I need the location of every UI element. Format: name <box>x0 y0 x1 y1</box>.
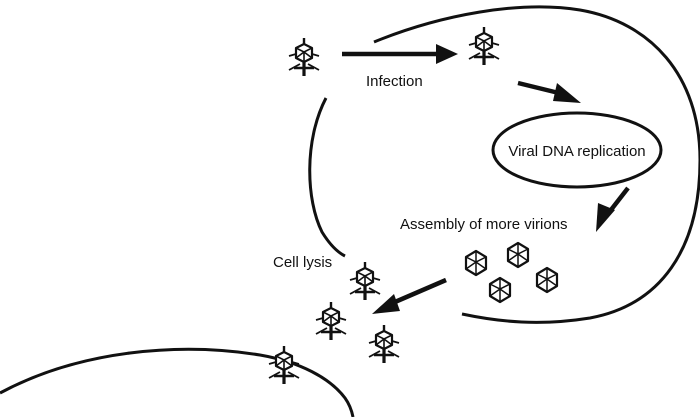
phage-icon <box>467 25 501 67</box>
cell-lysis-label: Cell lysis <box>273 254 332 271</box>
new-host-cell-membrane <box>0 347 355 417</box>
virion-icon <box>506 241 530 269</box>
arrow-to-replication <box>517 80 581 103</box>
virion-icon <box>488 276 512 304</box>
infection-label: Infection <box>366 73 423 90</box>
virion-icon <box>535 266 559 294</box>
arrow-infection <box>342 44 458 64</box>
phage-icon <box>348 260 382 302</box>
infected-cell-membrane-left <box>308 97 346 258</box>
viral-dna-replication-bubble <box>491 111 663 189</box>
phage-icon <box>367 323 401 365</box>
arrow-to-assembly <box>596 186 630 232</box>
phage-icon <box>287 36 321 78</box>
phage-icon <box>314 300 348 342</box>
virion-icon <box>464 249 488 277</box>
replication-label: Viral DNA replication <box>508 143 645 160</box>
assembly-label: Assembly of more virions <box>400 216 568 233</box>
arrow-release <box>372 277 447 314</box>
